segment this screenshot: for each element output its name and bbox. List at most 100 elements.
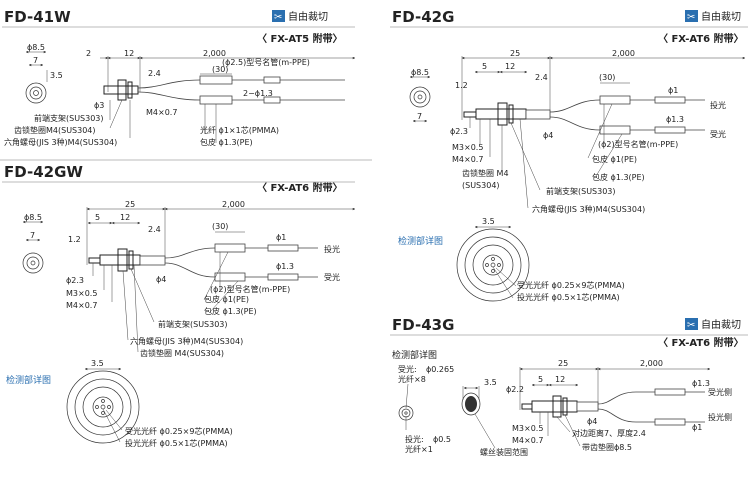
svg-text:(30): (30) — [212, 222, 228, 231]
svg-text:12: 12 — [555, 375, 565, 384]
svg-text:检测部详图: 检测部详图 — [392, 349, 437, 361]
svg-text:5: 5 — [538, 375, 543, 384]
svg-text:M3×0.5: M3×0.5 — [512, 424, 543, 433]
svg-text:3.5: 3.5 — [91, 359, 104, 368]
svg-text:光纤 ϕ1×1芯(PMMA): 光纤 ϕ1×1芯(PMMA) — [200, 125, 279, 135]
svg-text:投光光纤 ϕ0.5×1芯(PMMA): 投光光纤 ϕ0.5×1芯(PMMA) — [125, 438, 228, 448]
svg-text:ϕ1: ϕ1 — [668, 86, 678, 95]
svg-text:2,000: 2,000 — [640, 359, 663, 368]
svg-text:投光:: 投光: — [405, 434, 424, 444]
svg-text:ϕ8.5: ϕ8.5 — [24, 213, 42, 222]
side-view: 25 2,000 5 12 2.4 1.2 (30) ϕ1 — [450, 49, 746, 209]
svg-text:M3×0.5: M3×0.5 — [452, 143, 483, 152]
svg-text:12: 12 — [505, 62, 515, 71]
svg-text:2,000: 2,000 — [612, 49, 635, 58]
svg-text:12: 12 — [124, 49, 134, 58]
svg-text:受光光纤 ϕ0.25×9芯(PMMA): 受光光纤 ϕ0.25×9芯(PMMA) — [125, 426, 233, 436]
svg-text:(30): (30) — [599, 73, 615, 82]
svg-text:前端支架(SUS303): 前端支架(SUS303) — [546, 186, 616, 196]
svg-text:ϕ2.2: ϕ2.2 — [506, 385, 524, 394]
svg-text:自由裁切: 自由裁切 — [288, 10, 328, 23]
svg-text:7: 7 — [417, 112, 422, 121]
svg-text:M4×0.7: M4×0.7 — [146, 108, 177, 117]
svg-text:(ϕ2)型号名管(m-PPE): (ϕ2)型号名管(m-PPE) — [210, 284, 290, 294]
panel-fd43g: FD-43G ✂ 自由裁切 〈 FX-AT6 附带〉 检测部详图 受光: ϕ0.… — [390, 316, 748, 457]
svg-text:(ϕ2)型号名管(m-PPE): (ϕ2)型号名管(m-PPE) — [598, 139, 678, 149]
svg-text:3.5: 3.5 — [50, 71, 63, 80]
svg-text:2: 2 — [86, 49, 91, 58]
svg-text:(SUS304): (SUS304) — [462, 181, 500, 190]
svg-text:ϕ1: ϕ1 — [692, 423, 702, 432]
svg-text:螺丝装固范围: 螺丝装固范围 — [480, 447, 528, 457]
svg-text:受光侧: 受光侧 — [708, 387, 732, 397]
svg-text:ϕ0.265: ϕ0.265 — [426, 365, 454, 374]
svg-text:包皮 ϕ1.3(PE): 包皮 ϕ1.3(PE) — [200, 137, 253, 147]
attachment-note: 〈 FX-AT6 附带〉 — [257, 181, 343, 194]
svg-text:M3×0.5: M3×0.5 — [66, 289, 97, 298]
svg-text:2,000: 2,000 — [222, 200, 245, 209]
panel-fd42g: FD-42G ✂ 自由裁切 〈 FX-AT6 附带〉 ϕ8.5 7 25 2,0… — [390, 8, 748, 302]
detection-detail: 检测部详图 3.5 受光光纤 ϕ0.25×9芯(PMMA) 投光光纤 ϕ0.5×… — [6, 359, 233, 448]
scissors-icon: ✂ — [687, 320, 695, 331]
svg-text:M4×0.7: M4×0.7 — [452, 155, 483, 164]
svg-text:投光光纤 ϕ0.5×1芯(PMMA): 投光光纤 ϕ0.5×1芯(PMMA) — [517, 292, 620, 302]
model-title: FD-43G — [392, 316, 454, 334]
free-cut-badge: ✂ 自由裁切 — [272, 10, 328, 23]
svg-text:ϕ8.5: ϕ8.5 — [27, 43, 45, 52]
svg-text:2.4: 2.4 — [148, 225, 161, 234]
side-view: 25 2,000 5 12 2.4 1.2 (30) ϕ1 — [66, 200, 356, 353]
svg-text:受光: 受光 — [710, 129, 726, 139]
svg-text:ϕ3: ϕ3 — [94, 101, 104, 110]
detection-detail: 检测部详图 3.5 受光光纤 ϕ0.25×9芯(PMMA) 投光光纤 ϕ0.5×… — [398, 217, 625, 302]
svg-text:ϕ4: ϕ4 — [156, 275, 166, 284]
svg-text:齿锁垫圈M4(SUS304): 齿锁垫圈M4(SUS304) — [14, 125, 96, 135]
svg-text:光纤×1: 光纤×1 — [405, 444, 433, 454]
svg-text:齿锁垫圈 M4(SUS304): 齿锁垫圈 M4(SUS304) — [140, 348, 224, 358]
svg-text:7: 7 — [33, 56, 38, 65]
svg-text:ϕ1.3: ϕ1.3 — [692, 379, 710, 388]
free-cut-badge: ✂ 自由裁切 — [685, 318, 741, 331]
svg-text:1.2: 1.2 — [455, 81, 468, 90]
svg-text:2,000: 2,000 — [203, 49, 226, 58]
side-view: 2 12 2,000 2.4 (30) 2−ϕ1.3 (ϕ2.5)型号名管(m-… — [86, 49, 356, 143]
svg-text:2.4: 2.4 — [148, 69, 161, 78]
free-cut-badge: ✂ 自由裁切 — [685, 10, 741, 23]
svg-text:投光: 投光 — [324, 244, 340, 254]
nose-view: 3.5 — [461, 378, 497, 449]
svg-text:受光: 受光 — [324, 272, 340, 282]
svg-text:包皮 ϕ1(PE): 包皮 ϕ1(PE) — [592, 154, 637, 164]
side-view: 25 2,000 5 12 ϕ2.2 ϕ1.3 ϕ1 受光侧 投光侧 ϕ4 — [506, 359, 732, 447]
svg-text:齿锁垫圈 M4: 齿锁垫圈 M4 — [462, 168, 509, 178]
svg-text:光纤×8: 光纤×8 — [398, 374, 426, 384]
svg-text:25: 25 — [510, 49, 520, 58]
svg-text:ϕ4: ϕ4 — [543, 131, 553, 140]
front-view: ϕ8.5 7 — [409, 68, 431, 123]
svg-text:(ϕ2.5)型号名管(m-PPE): (ϕ2.5)型号名管(m-PPE) — [222, 57, 310, 67]
svg-text:M4×0.7: M4×0.7 — [66, 301, 97, 310]
svg-text:25: 25 — [125, 200, 135, 209]
svg-text:六角螺母(JIS 3种)M4(SUS304): 六角螺母(JIS 3种)M4(SUS304) — [532, 204, 645, 214]
svg-text:7: 7 — [30, 231, 35, 240]
svg-text:3.5: 3.5 — [482, 217, 495, 226]
svg-text:带齿垫圈ϕ8.5: 带齿垫圈ϕ8.5 — [582, 442, 632, 452]
panel-fd41w: FD-41W ✂ 自由裁切 〈 FX-AT5 附带〉 ϕ8.5 7 3.5 2 … — [2, 8, 356, 147]
svg-text:六角螺母(JIS 3种)M4(SUS304): 六角螺母(JIS 3种)M4(SUS304) — [130, 336, 243, 346]
panel-fd42gw: FD-42GW 〈 FX-AT6 附带〉 ϕ8.5 7 25 2,000 5 1… — [2, 163, 356, 448]
svg-text:M4×0.7: M4×0.7 — [512, 436, 543, 445]
svg-text:检测部详图: 检测部详图 — [6, 374, 51, 386]
svg-text:前端支架(SUS303): 前端支架(SUS303) — [158, 319, 228, 329]
model-title: FD-42G — [392, 8, 454, 26]
svg-text:ϕ2.3: ϕ2.3 — [450, 127, 468, 136]
svg-text:受光:: 受光: — [398, 364, 417, 374]
svg-text:2−ϕ1.3: 2−ϕ1.3 — [243, 89, 273, 98]
svg-text:ϕ1: ϕ1 — [276, 233, 286, 242]
svg-text:自由裁切: 自由裁切 — [701, 10, 741, 23]
svg-text:5: 5 — [482, 62, 487, 71]
svg-text:1.2: 1.2 — [68, 235, 81, 244]
attachment-note: 〈 FX-AT6 附带〉 — [658, 336, 744, 349]
end-view — [398, 383, 414, 430]
svg-text:投光: 投光 — [710, 100, 726, 110]
svg-text:自由裁切: 自由裁切 — [701, 318, 741, 331]
svg-text:ϕ2.3: ϕ2.3 — [66, 276, 84, 285]
